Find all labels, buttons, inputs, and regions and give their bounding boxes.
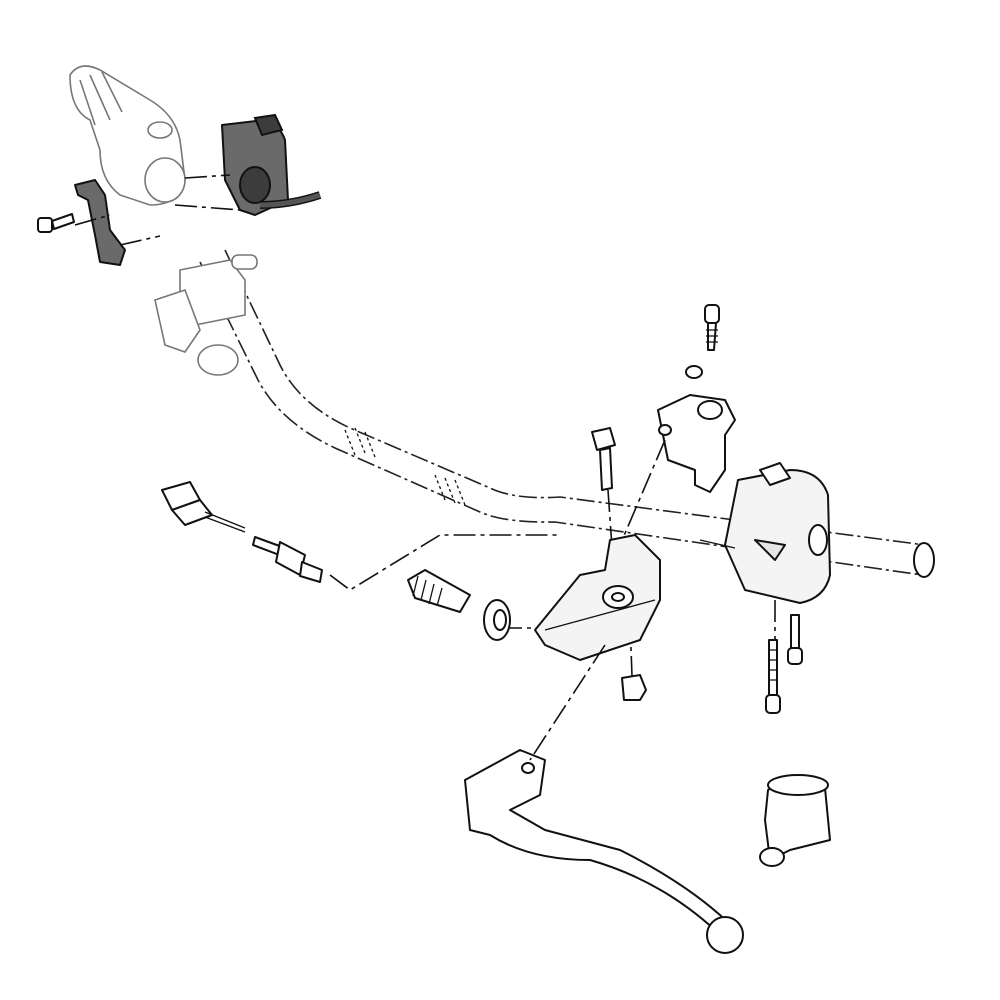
throttle-switch-housing: [221, 113, 322, 216]
dust-boot: [759, 774, 831, 867]
nut: [621, 674, 647, 701]
assembly-line: [74, 174, 241, 246]
clamp-bracket: [74, 179, 126, 266]
clamp-bolt: [787, 614, 803, 665]
pivot-bolt: [591, 427, 616, 491]
lock-ring: [483, 599, 511, 641]
clutch-switch: [252, 536, 323, 583]
cable-adjuster: [407, 569, 471, 613]
bolt: [685, 304, 720, 379]
handlebar: [199, 249, 935, 578]
master-cylinder: [154, 254, 258, 376]
clutch-lever: [464, 749, 744, 954]
screw: [37, 213, 75, 233]
assembly-line: [529, 644, 606, 761]
right-switch-housing: [699, 462, 831, 604]
perch-clamp: [657, 394, 736, 493]
clamp-bolt: [765, 639, 781, 714]
clutch-switch-connector: [161, 481, 246, 533]
throttle-grip: [69, 65, 186, 206]
clutch-perch: [534, 534, 661, 661]
